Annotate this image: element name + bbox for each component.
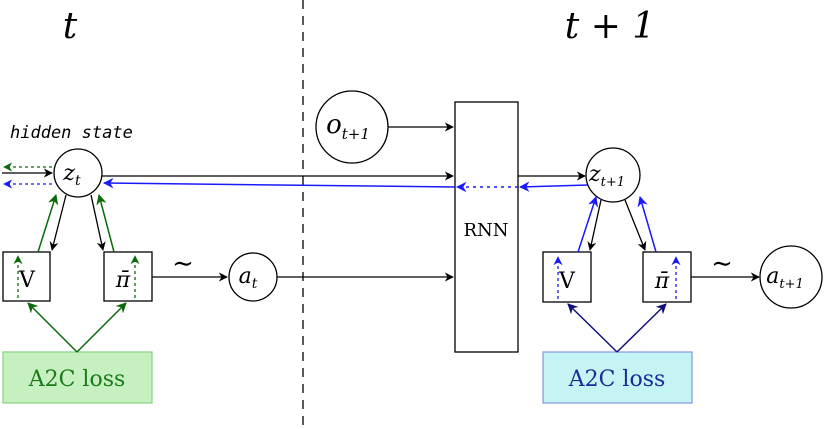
time-label-left: t — [63, 6, 78, 47]
value-box-left-label: V — [18, 268, 36, 293]
a-t1-node — [759, 245, 823, 309]
z-t1-node — [585, 147, 641, 203]
bptt-grad-solid-left — [102, 177, 456, 189]
time-label-right: t + 1 — [565, 6, 655, 47]
policy-to-z-t-grad — [96, 193, 115, 253]
loss-left-to-value — [27, 302, 78, 353]
loss-right-to-policy — [616, 303, 667, 353]
value-to-z-t-grad — [37, 193, 59, 253]
z-t1-label: zt+1 — [588, 162, 625, 190]
policy-right-to-z-t1-grad — [637, 195, 657, 253]
o-t1-label: ot+1 — [326, 110, 370, 143]
value-right-to-z-t1-grad — [577, 196, 599, 253]
policy-box-left — [103, 251, 153, 302]
value-box-right — [542, 251, 592, 303]
value-box-right-label: V — [558, 269, 576, 294]
a2c-loss-right-box — [542, 351, 693, 404]
z-t-node — [53, 148, 103, 198]
z-t-label: zt — [62, 161, 81, 189]
a2c-loss-right-label: A2C loss — [568, 367, 666, 392]
z-t-to-value-arrow — [49, 194, 67, 251]
bptt-grad-solid-right — [518, 181, 589, 192]
z-t1-to-value-arrow — [587, 199, 602, 251]
loss-left-to-policy — [76, 302, 127, 353]
sample-tilde-right: ∼ — [711, 249, 733, 279]
rnn-box — [454, 101, 519, 353]
z-t1-to-policy-arrow — [624, 199, 647, 251]
policy-box-right-label: π̄ — [654, 269, 670, 294]
rnn-label: RNN — [463, 220, 508, 241]
hidden-state-label: hidden state — [10, 123, 133, 143]
value-box-left — [2, 251, 51, 302]
loss-right-to-value — [567, 303, 618, 353]
a-t-label: at — [239, 264, 258, 292]
sample-tilde-left: ∼ — [172, 249, 194, 279]
a-t1-label: at+1 — [766, 264, 804, 292]
z-t-to-policy-arrow — [90, 194, 106, 251]
policy-box-left-label: π̄ — [115, 268, 131, 293]
policy-box-right — [642, 251, 692, 303]
a2c-loss-left-label: A2C loss — [28, 367, 126, 392]
